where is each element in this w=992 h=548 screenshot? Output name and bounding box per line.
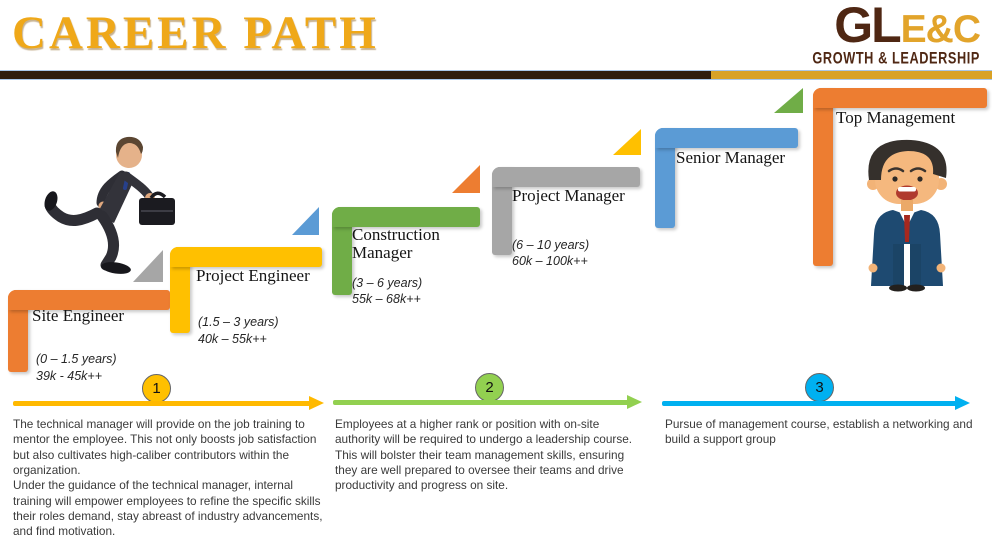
ascend-triangle-icon xyxy=(452,165,480,193)
running-businessman-image xyxy=(44,136,175,274)
step-title: Top Management xyxy=(836,108,956,127)
phase-paragraph: Pursue of management course, establish a… xyxy=(665,417,973,447)
phase-number-badge: 3 xyxy=(805,373,834,402)
step-bracket-horizontal xyxy=(170,247,322,267)
step-bracket-vertical xyxy=(492,167,512,255)
step-bracket-horizontal xyxy=(332,207,480,227)
arrow-head-icon xyxy=(627,395,642,409)
step-years: (0 – 1.5 years) xyxy=(36,352,117,366)
phase-paragraph: Employees at a higher rank or position w… xyxy=(335,417,633,493)
divider-brown-segment xyxy=(0,71,711,79)
logo-text-gl: GL xyxy=(834,0,901,53)
page-title: CAREER PATH xyxy=(12,7,379,59)
step-bracket-horizontal xyxy=(655,128,798,148)
step-salary: 39k - 45k++ xyxy=(36,369,103,383)
businessman-cartoon-image xyxy=(867,139,947,292)
step-bracket-vertical xyxy=(655,128,675,228)
step-title: Senior Manager xyxy=(676,148,786,167)
step-salary: 55k – 68k++ xyxy=(352,292,421,306)
step-bracket-horizontal xyxy=(8,290,170,310)
ascend-triangle-icon xyxy=(292,207,319,235)
phase-number-badge: 2 xyxy=(475,373,504,402)
logo-text-ec: E&C xyxy=(900,8,981,52)
divider-gold-segment xyxy=(711,71,992,79)
phase-description-2: Employees at a higher rank or position w… xyxy=(335,417,647,494)
step-bracket-vertical xyxy=(813,88,833,266)
step-title: Project Manager xyxy=(512,186,625,205)
phase-paragraph: Under the guidance of the technical mana… xyxy=(13,478,323,539)
phase-description-3: Pursue of management course, establish a… xyxy=(665,417,977,448)
step-bracket-vertical xyxy=(332,207,352,295)
step-bracket-horizontal xyxy=(813,88,987,108)
step-years: (6 – 10 years) xyxy=(512,238,590,252)
arrow-shaft xyxy=(333,400,629,405)
step-bracket-vertical xyxy=(8,290,28,372)
company-logo: GL E&C GROWTH & LEADERSHIP xyxy=(809,0,981,67)
step-years: (1.5 – 3 years) xyxy=(198,315,279,329)
step-bracket-vertical xyxy=(170,247,190,333)
ascend-triangle-icon xyxy=(613,129,641,155)
header-divider xyxy=(0,70,992,80)
phase-number-badge: 1 xyxy=(142,374,171,403)
arrow-head-icon xyxy=(955,396,970,410)
step-salary: 40k – 55k++ xyxy=(198,332,267,346)
step-salary: 60k – 100k++ xyxy=(512,254,588,268)
arrow-shaft xyxy=(13,401,311,406)
step-title: Construction Manager xyxy=(352,225,440,263)
logo-wordmark: GL E&C xyxy=(834,0,981,53)
phase-paragraph: The technical manager will provide on th… xyxy=(13,417,317,477)
arrow-head-icon xyxy=(309,396,324,410)
logo-tagline: GROWTH & LEADERSHIP xyxy=(812,48,980,68)
arrow-shaft xyxy=(662,401,957,406)
step-years: (3 – 6 years) xyxy=(352,276,423,290)
phase-description-1: The technical manager will provide on th… xyxy=(13,417,331,540)
ascend-triangle-icon xyxy=(774,88,803,113)
step-title: Project Engineer xyxy=(196,266,310,285)
step-title: Site Engineer xyxy=(32,306,125,325)
step-bracket-horizontal xyxy=(492,167,640,187)
